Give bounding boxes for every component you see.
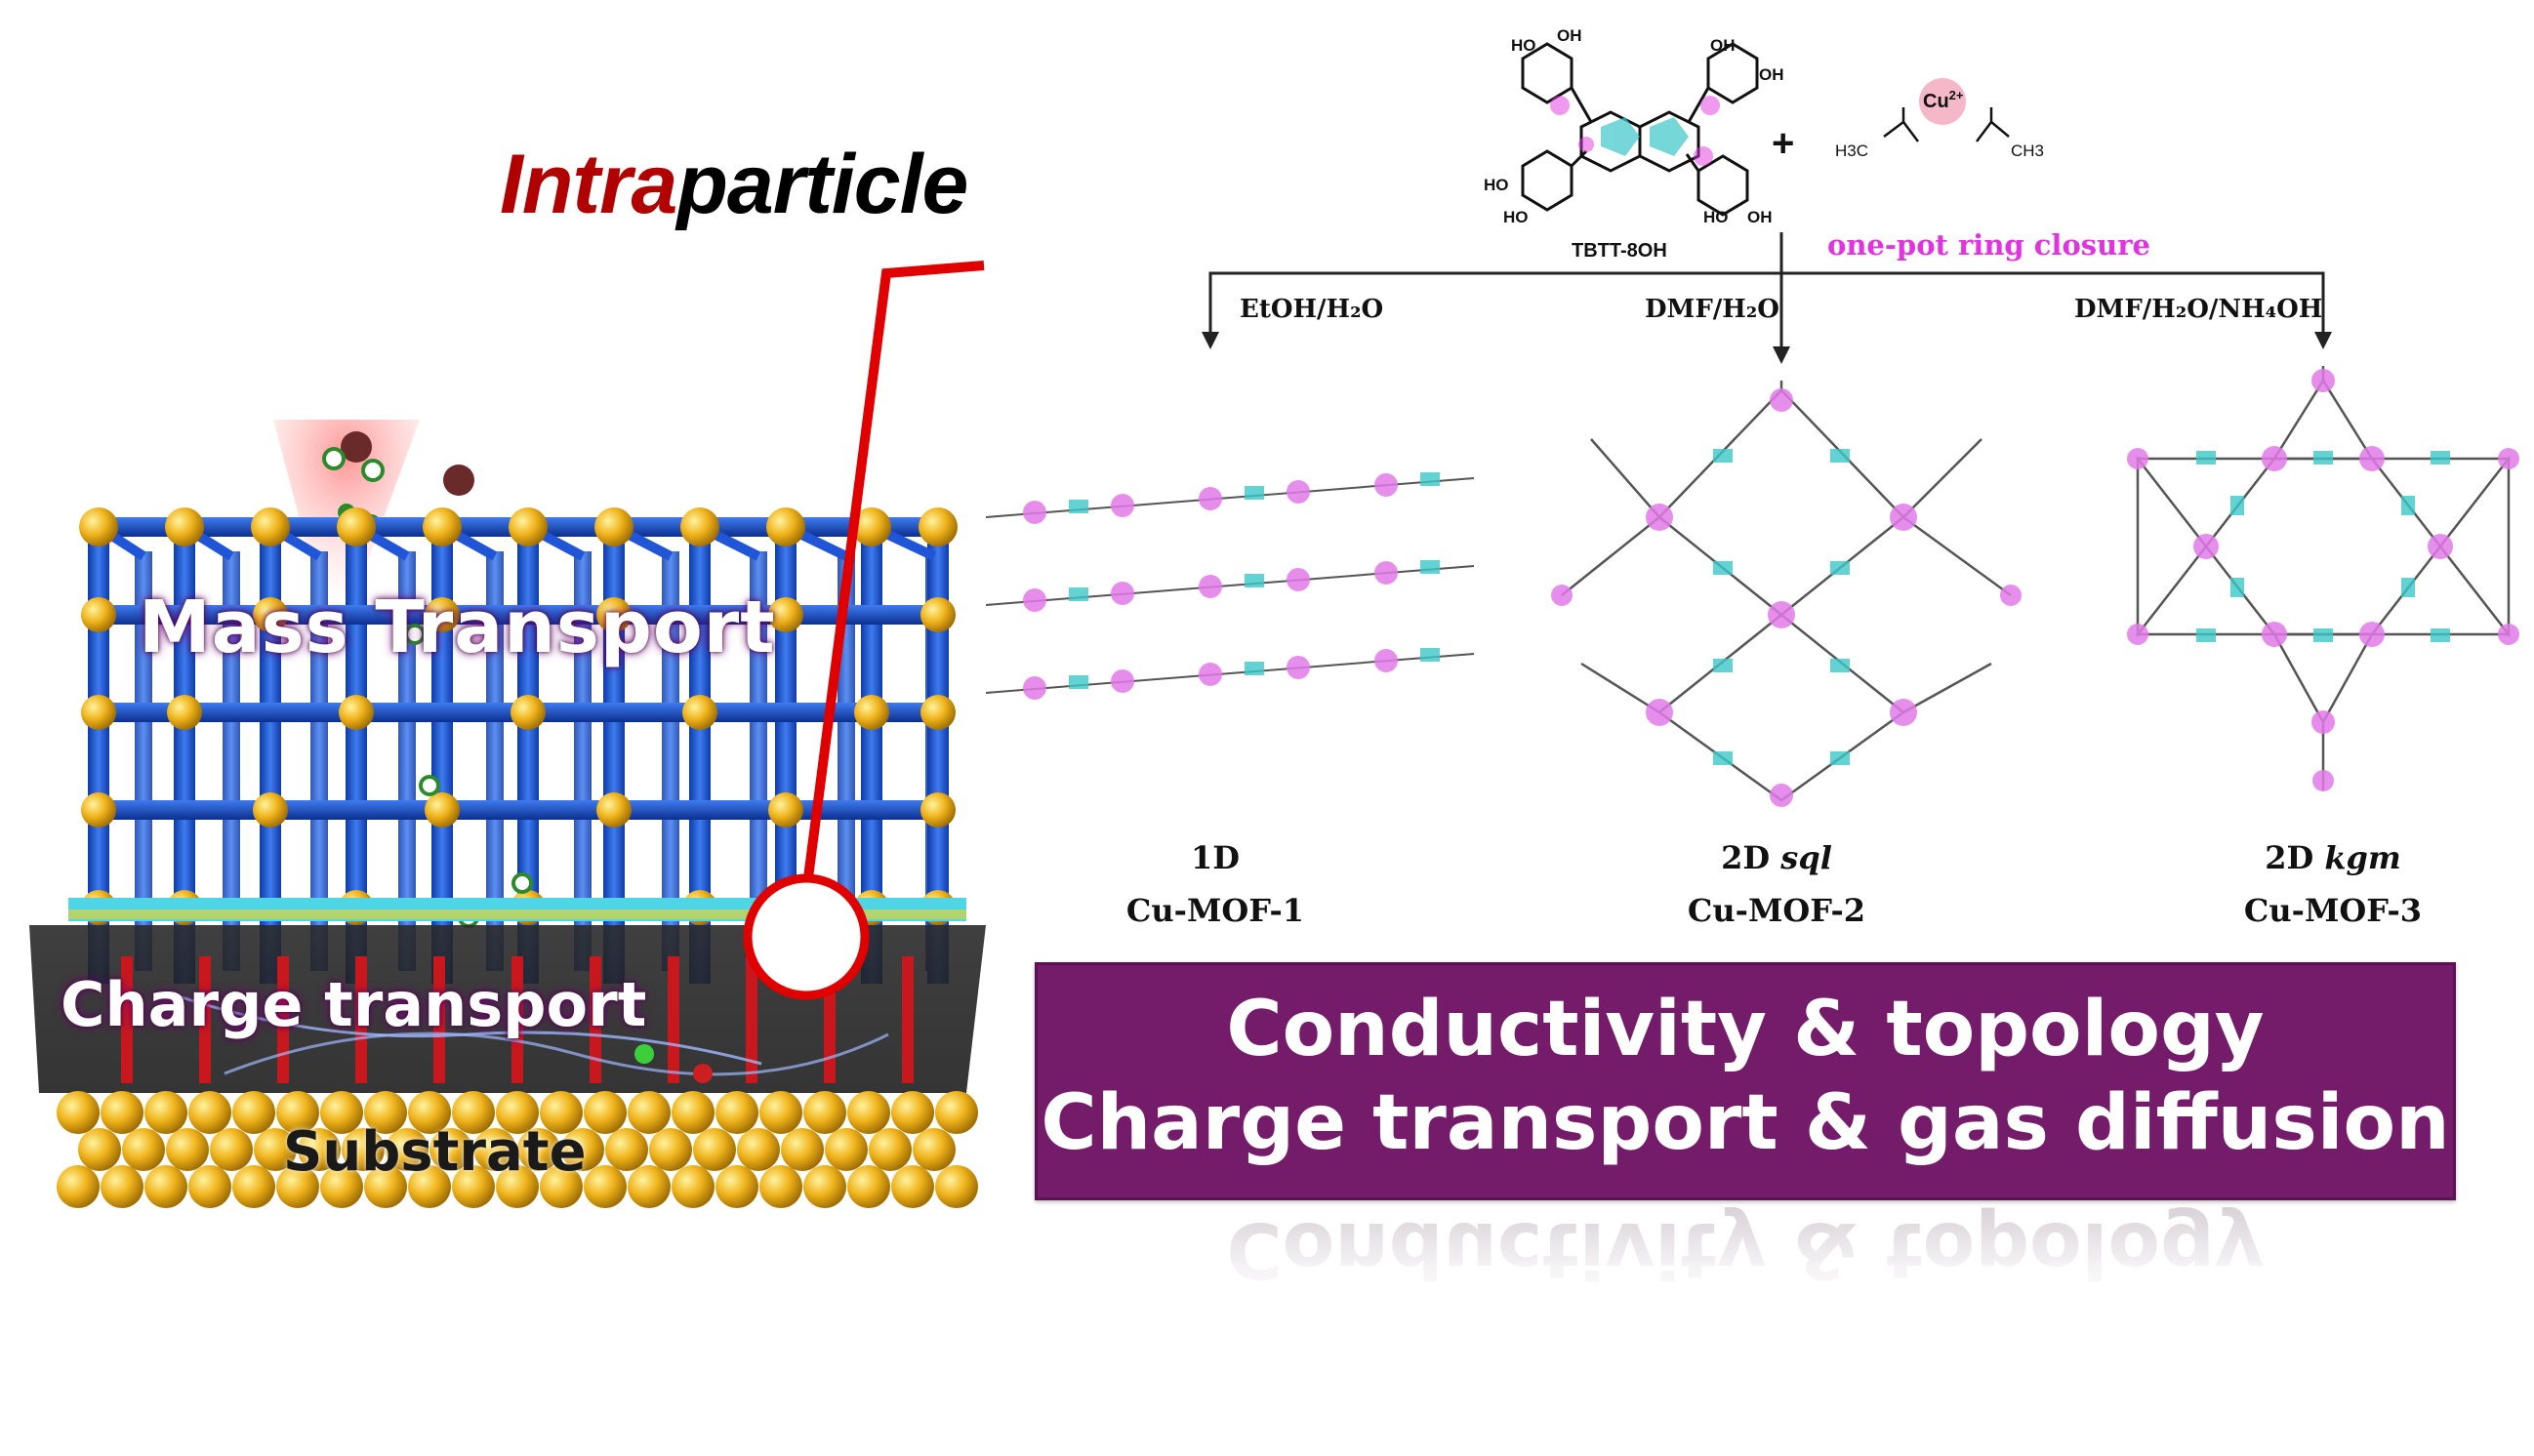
- intraparticle-title: Intraparticle: [500, 137, 968, 233]
- mof-3-caption: 2D kgm Cu-MOF-3: [2196, 831, 2470, 937]
- callout-circle: [743, 873, 870, 1000]
- charge-transport-slab: [29, 925, 986, 1093]
- reflection-line-1: Conductivity & topology: [1226, 1205, 2265, 1293]
- mof-1-name: Cu-MOF-1: [1125, 892, 1305, 929]
- mof-3-topology: kgm: [2324, 839, 2401, 876]
- mof-1-structure: [985, 472, 1475, 700]
- mof-2-caption: 2D sql Cu-MOF-2: [1640, 831, 1913, 937]
- cu-ion-glow: [1919, 78, 1966, 125]
- mass-transport-label: Mass Transport: [139, 586, 776, 669]
- mof-1-dim-text: 1D: [1190, 839, 1240, 876]
- callout-line: [801, 261, 985, 894]
- oh-groups: HO OH OH OH HO HO HO OH: [1484, 26, 1784, 226]
- mof-3-dim-text: 2D: [2265, 839, 2314, 876]
- oh-label-1: OH: [1557, 26, 1582, 45]
- mof-1-dimension: 1D: [1093, 831, 1337, 884]
- condition-1: EtOH/H₂O: [1240, 295, 1384, 324]
- banner-line-1: Conductivity & topology: [1226, 986, 2265, 1073]
- mof-1-caption: 1D Cu-MOF-1: [1093, 831, 1337, 937]
- oh-label-2: OH: [1710, 36, 1736, 55]
- ho-label-4: HO: [1703, 208, 1729, 226]
- substrate-balls: [57, 1091, 978, 1208]
- intraparticle-title-prefix: Intra: [500, 138, 677, 231]
- mof-2-dimension: 2D sql: [1640, 831, 1913, 884]
- plus-sign: +: [1772, 122, 1794, 165]
- summary-banner: Conductivity & topology Charge transport…: [1035, 962, 2456, 1200]
- condition-3: DMF/H₂O/NH₄OH: [2074, 295, 2323, 324]
- banner-reflection: Conductivity & topology Charge transport…: [1035, 1202, 2456, 1310]
- banner-reflection-text: Conductivity & topology Charge transport…: [1035, 1202, 2456, 1296]
- mof-2-dim-text: 2D: [1721, 839, 1771, 876]
- mof-3-structure: [2127, 366, 2519, 791]
- lattice-front-verticals: [88, 525, 949, 984]
- ho-label-1: HO: [1511, 36, 1536, 55]
- acetate-right-label: CH3: [2011, 142, 2044, 160]
- linker-label: TBTT-8OH: [1572, 240, 1667, 262]
- mof-2-structure: [1551, 381, 2022, 807]
- acetate-left-label: H3C: [1835, 142, 1868, 160]
- tbtt-8oh-molecule: [1521, 42, 1759, 217]
- oh-label-3: OH: [1759, 65, 1784, 84]
- reaction-arrows: [1208, 232, 2325, 346]
- intraparticle-callout: [743, 261, 985, 1000]
- thiophene-cyan: [1601, 117, 1689, 156]
- arrow-heads: [1202, 332, 2332, 364]
- ring-closure-label: one-pot ring closure: [1827, 228, 2150, 262]
- mof-2-topology: sql: [1780, 839, 1832, 876]
- ho-label-3: HO: [1503, 208, 1529, 226]
- acetate-ions: [1883, 107, 2010, 142]
- mof-3-dimension: 2D kgm: [2196, 831, 2470, 884]
- banner-line-2: Charge transport & gas diffusion: [1041, 1079, 2450, 1167]
- charge-transport-label: Charge transport: [61, 969, 647, 1040]
- mof-film-illustration: [29, 420, 986, 1208]
- substrate-label: Substrate: [283, 1120, 587, 1184]
- mof-3-name: Cu-MOF-3: [2243, 892, 2423, 929]
- ho-label-2: HO: [1484, 176, 1509, 194]
- condition-2: DMF/H₂O: [1645, 295, 1779, 324]
- base-layer-nodes: [68, 910, 966, 919]
- intraparticle-title-suffix: particle: [676, 138, 968, 231]
- magenta-highlights: [1550, 96, 1720, 166]
- oh-label-4: OH: [1747, 208, 1773, 226]
- mof-2-name: Cu-MOF-2: [1687, 892, 1866, 929]
